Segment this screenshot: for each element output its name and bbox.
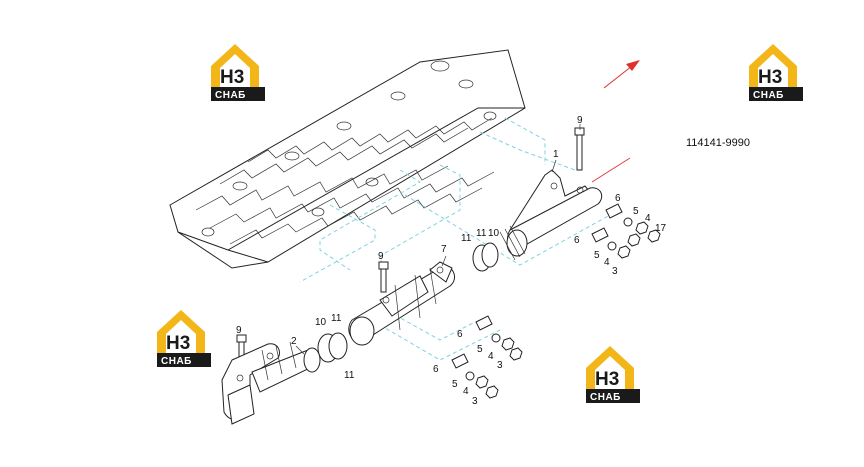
callout-2: 2	[291, 336, 297, 347]
callout-3: 3	[612, 266, 618, 277]
bolt-9-right	[574, 127, 585, 171]
logo-text: H3	[595, 369, 619, 390]
callout-4: 4	[488, 351, 494, 362]
callout-11: 11	[461, 233, 472, 244]
hardware-group-right	[591, 203, 661, 259]
callout-6: 6	[574, 235, 580, 246]
callout-3: 3	[472, 396, 478, 407]
callout-6: 6	[615, 193, 621, 204]
seal-rings-left	[317, 332, 348, 363]
logo-subtext: СНАБ	[753, 90, 784, 101]
bolt-9-middle	[378, 261, 389, 293]
part-2-manifold-section	[221, 341, 321, 425]
hardware-group-lower	[451, 315, 523, 399]
logo-watermark-top-left: H3 СНАБ	[211, 44, 265, 101]
callout-7: 7	[441, 244, 447, 255]
callout-3: 3	[497, 360, 503, 371]
callout-5: 5	[452, 379, 458, 390]
callout-1: 1	[553, 149, 559, 160]
logo-subtext: СНАБ	[161, 356, 192, 367]
callout-4: 4	[463, 386, 469, 397]
callout-10: 10	[315, 317, 327, 328]
logo-text: H3	[166, 333, 190, 354]
logo-watermark-top-right: H3 СНАБ	[749, 44, 803, 101]
callout-10: 10	[488, 228, 500, 239]
logo-text: H3	[220, 67, 244, 88]
callout-4: 4	[645, 213, 651, 224]
part-1-manifold-section	[499, 169, 603, 261]
callout-4: 4	[604, 257, 610, 268]
callout-5: 5	[594, 250, 600, 261]
seal-rings-right	[472, 242, 499, 272]
part-number: 114141-9990	[686, 137, 750, 149]
logo-subtext: СНАБ	[215, 90, 246, 101]
callout-6: 6	[433, 364, 439, 375]
callout-17: 17	[655, 223, 667, 234]
direction-arrow	[603, 60, 640, 89]
callout-labels: 1 9 6 5 4 17 6 5 4 3 11 11 10 7 9 9 2 10…	[236, 115, 667, 407]
logo-watermark-mid-left: H3 СНАБ	[157, 310, 211, 367]
alignment-lines	[299, 117, 611, 361]
callout-6: 6	[457, 329, 463, 340]
callout-9: 9	[577, 115, 583, 126]
callout-11: 11	[331, 313, 342, 324]
callout-11: 11	[476, 228, 487, 239]
logo-text: H3	[758, 67, 782, 88]
callout-9: 9	[236, 325, 242, 336]
callout-leaders	[295, 124, 581, 355]
callout-5: 5	[477, 344, 483, 355]
callout-11: 11	[344, 370, 355, 381]
logo-subtext: СНАБ	[590, 392, 621, 403]
logo-watermark-bottom-right: H3 СНАБ	[586, 346, 640, 403]
cylinder-head-block	[169, 49, 526, 269]
part-7-center-pipe	[348, 261, 455, 346]
red-leader-line	[591, 157, 631, 183]
callout-5: 5	[633, 206, 639, 217]
callout-9: 9	[378, 251, 384, 262]
